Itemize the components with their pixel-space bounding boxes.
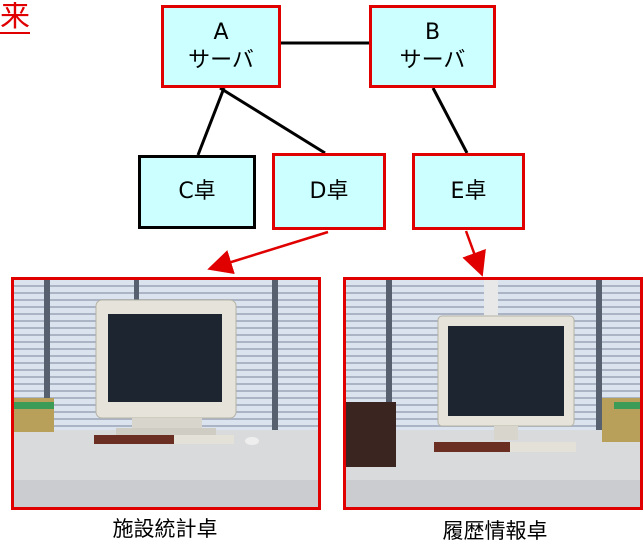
terminal-e-label: E卓 <box>450 178 487 204</box>
terminal-c-node: C卓 <box>138 155 256 229</box>
partial-heading: 来 <box>0 2 30 34</box>
server-b-node: B サーバ <box>369 5 496 88</box>
server-a-id: A <box>213 19 229 45</box>
left-photo-caption: 施設統計卓 <box>112 517 218 541</box>
right-photo-caption: 履歴情報卓 <box>442 519 548 543</box>
link-a-c <box>196 87 226 156</box>
arrow-e-to-right-photo <box>462 230 486 277</box>
server-a-node: A サーバ <box>161 5 281 88</box>
history-info-terminal-photo <box>343 277 643 510</box>
link-b-e <box>431 87 469 154</box>
terminal-c-label: C卓 <box>178 179 216 204</box>
terminal-d-label: D卓 <box>309 178 349 204</box>
terminal-d-node: D卓 <box>272 153 386 230</box>
terminal-e-node: E卓 <box>412 153 525 230</box>
server-b-id: B <box>424 19 441 45</box>
arrow-d-to-left-photo <box>207 230 329 275</box>
link-a-d <box>219 86 326 155</box>
server-a-label: サーバ <box>188 47 254 73</box>
facility-stats-terminal-photo <box>11 277 321 510</box>
server-b-label: サーバ <box>399 47 466 73</box>
